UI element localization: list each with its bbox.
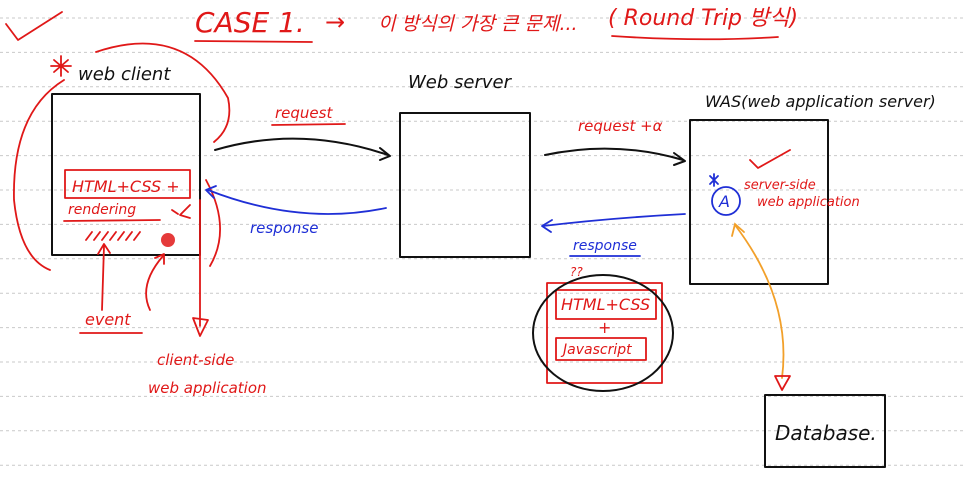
server-side-label-1: server-side: [744, 178, 816, 193]
response-arrowhead: [205, 185, 217, 199]
database-box: [764, 394, 886, 468]
rendering-hatch: [85, 231, 141, 241]
title-arrow: →: [325, 8, 345, 36]
request-arrow: [214, 137, 389, 156]
app-circle-icon: [711, 186, 741, 216]
client-rendering: rendering: [68, 202, 136, 218]
web-client-box: [51, 93, 201, 256]
payload-js-box: [555, 337, 647, 361]
web-server-label: Web server: [408, 72, 513, 93]
was-label: WAS(web application server): [705, 92, 936, 111]
request-alpha-label: request +α: [578, 117, 663, 135]
response2-arrowhead: [541, 219, 553, 233]
request-alpha-arrowhead: [673, 152, 686, 166]
checkmark-icon: [5, 11, 63, 41]
payload-circle: [532, 274, 674, 392]
request-arrowhead: [379, 147, 391, 161]
event-arrow-left: [97, 243, 111, 311]
db-link-arrowhead-top: [731, 222, 745, 237]
database-label: Database.: [775, 421, 877, 445]
payload-question: ??: [570, 265, 583, 279]
web-client-label: web client: [78, 64, 171, 85]
star-icon: [50, 55, 72, 77]
response-label: response: [250, 219, 318, 237]
web-server-box: [399, 112, 531, 258]
client-side-label-2: web application: [148, 379, 267, 397]
client-side-arrow: [192, 199, 209, 337]
payload-html-css: HTML+CSS: [561, 295, 650, 314]
client-side-label-1: client-side: [157, 351, 234, 369]
client-right-arc: [205, 179, 221, 267]
was-box: [689, 119, 829, 285]
case-title-underline: [194, 40, 313, 43]
round-trip-underline: [611, 35, 779, 41]
app-icon-letter: A: [718, 192, 730, 211]
asterisk-icon: [709, 173, 719, 187]
was-checkmark-icon: [749, 149, 791, 169]
response2-label: response: [573, 238, 637, 254]
title-round-trip: ( Round Trip 방식): [608, 6, 798, 31]
response2-arrow: [542, 213, 686, 227]
payload-javascript: Javascript: [560, 342, 632, 358]
html-css-box: [64, 169, 191, 199]
event-label: event: [85, 310, 131, 329]
server-side-label-2: web application: [757, 195, 860, 210]
render-pointer-arrow: [171, 204, 191, 219]
event-dot-icon: [161, 233, 175, 247]
client-html-css: HTML+CSS +: [72, 177, 180, 196]
request-label: request: [275, 104, 333, 122]
response-arrow: [207, 189, 387, 215]
request-underline: [271, 123, 346, 126]
ruled-lines: [0, 17, 963, 466]
payload-html-box: [555, 289, 657, 320]
db-link-arrowhead-bottom: [774, 375, 791, 391]
payload-box: [546, 282, 663, 384]
case-title: CASE 1.: [195, 6, 305, 39]
client-top-arc: [95, 42, 231, 143]
db-link-arrow: [734, 224, 785, 379]
title-note: 이 방식의 가장 큰 문제...: [378, 13, 578, 35]
payload-plus: +: [598, 318, 611, 337]
client-left-arc: [13, 79, 65, 271]
rendering-underline: [63, 219, 161, 222]
request-alpha-arrow: [544, 147, 684, 161]
event-arrow-right: [145, 253, 165, 311]
